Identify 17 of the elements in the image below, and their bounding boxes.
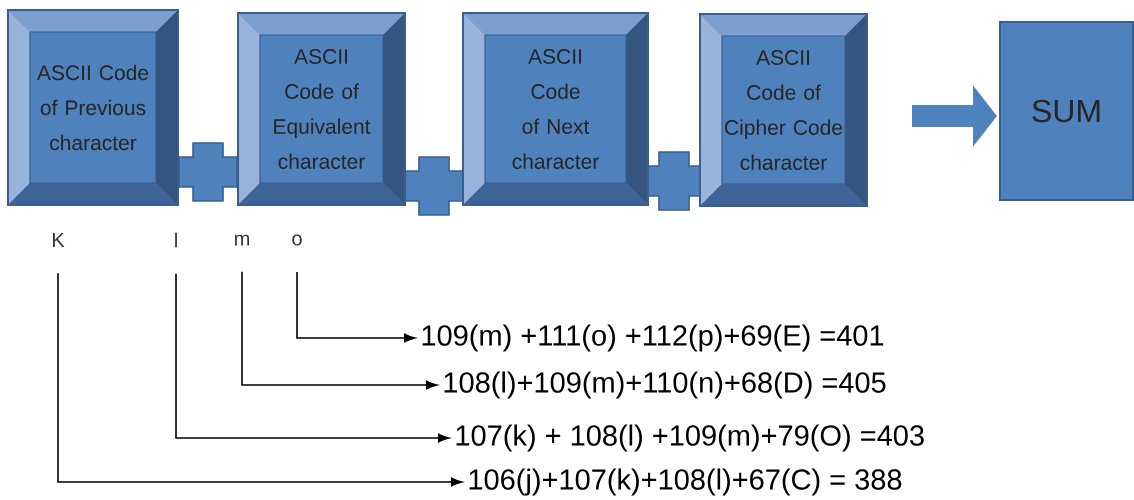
letter: m [235, 234, 249, 246]
equation: 109(m) +111(o) +112(p)+69(E) =401 [422, 324, 884, 352]
connector-arrow [57, 272, 463, 487]
sum-box: SUM [999, 21, 1134, 201]
equation: 106(j)+107(k)+108(l)+67(C) = 388 [469, 468, 902, 496]
letter: K [52, 233, 65, 247]
connector-arrow [241, 270, 438, 390]
connector-arrow [175, 272, 450, 443]
letter: l [175, 232, 177, 248]
equation: 107(k) + 108(l) +109(m)+79(O) =403 [456, 424, 924, 452]
beveled-box: ASCII Code of Next character [462, 12, 649, 206]
letter: o [292, 234, 302, 246]
beveled-box: ASCII Code of Equivalent character [237, 12, 406, 206]
connector-arrow [296, 271, 416, 343]
beveled-box: ASCII Code of Cipher Code character [699, 13, 868, 207]
equation: 108(l)+109(m)+110(n)+68(D) =405 [444, 371, 886, 399]
beveled-box: ASCII Code of Previous character [7, 9, 179, 206]
